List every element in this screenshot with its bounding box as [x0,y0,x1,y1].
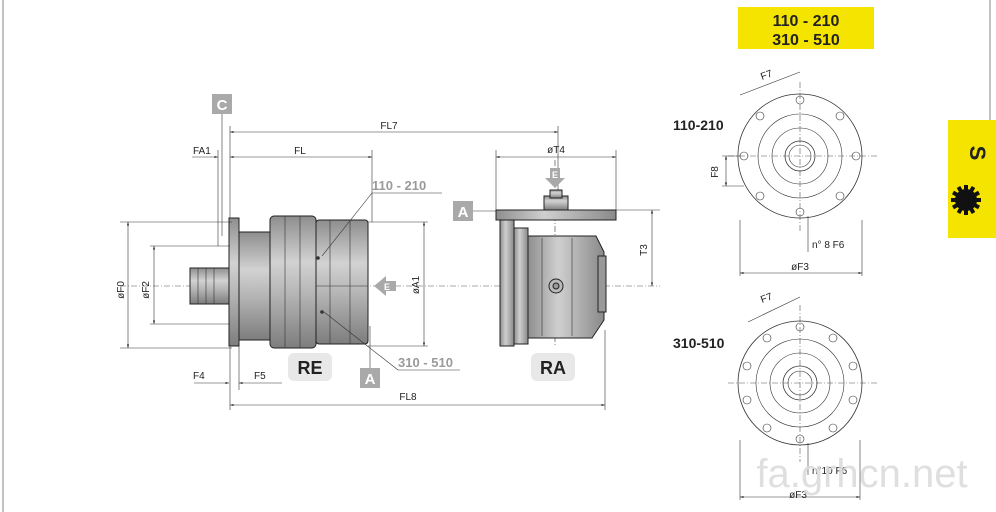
svg-text:RA: RA [540,358,566,378]
dim-f3-top: øF3 [791,262,809,273]
dim-a1: øA1 [411,275,422,294]
svg-text:E: E [384,282,390,292]
view-label-310-510: 310-510 [673,335,725,351]
re-size-310-510: 310 - 510 [398,355,453,370]
dim-t4: øT4 [547,145,565,156]
dim-fl7: FL7 [380,121,398,132]
dim-f7-bottom: F7 [759,291,774,305]
re-size-110-210: 110 - 210 [372,178,426,193]
svg-text:C: C [217,97,228,114]
dim-f7-top: F7 [759,68,774,82]
section-tab[interactable]: S [948,120,996,238]
title-line-2: 310 - 510 [772,32,840,49]
e-arrow-down: E [545,168,565,188]
svg-text:A: A [365,371,376,388]
re-label: RE [288,353,332,381]
svg-text:A: A [458,204,469,221]
tag-a-bottom: A [360,326,380,388]
dim-fl: FL [294,146,306,157]
e-arrow-left: E [374,276,396,296]
svg-text:E: E [552,170,558,180]
gear-icon [951,185,981,215]
size-title-box: 110 - 210 310 - 510 [738,7,874,49]
title-line-1: 110 - 210 [773,13,840,30]
dim-t3: T3 [639,244,650,256]
re-side-view [120,215,660,349]
dim-fa1: FA1 [193,146,211,157]
tag-a-left: A [453,201,500,221]
dim-f5: F5 [254,371,266,382]
front-view-310-510: F7 n°10 F6 øF3 [728,291,878,501]
dim-f0: øF0 [116,281,127,299]
section-tab-letter: S [965,146,990,161]
watermark: fa.grhcn.net [756,452,967,496]
dim-f3-bottom: øF3 [789,490,807,501]
dim-f8: F8 [710,166,721,178]
dim-fl8: FL8 [399,392,417,403]
front-view-110-210: F7 F8 n° 8 F6 øF3 [710,68,878,276]
dim-f6-top: n° 8 F6 [812,240,845,251]
dim-f6-bottom: n°10 F6 [812,466,848,477]
dim-f2: øF2 [141,281,152,299]
ra-dimensions: øT4 T3 [495,145,660,286]
ra-side-view [495,160,617,347]
re-dimensions: FL7 FA1 FL øF0 øF2 øA1 F4 F5 FL8 [116,121,606,410]
tag-c: C [212,94,232,236]
ra-label: RA [531,353,575,381]
view-label-110-210: 110-210 [673,117,724,133]
dim-f4: F4 [193,371,205,382]
svg-text:RE: RE [297,358,322,378]
